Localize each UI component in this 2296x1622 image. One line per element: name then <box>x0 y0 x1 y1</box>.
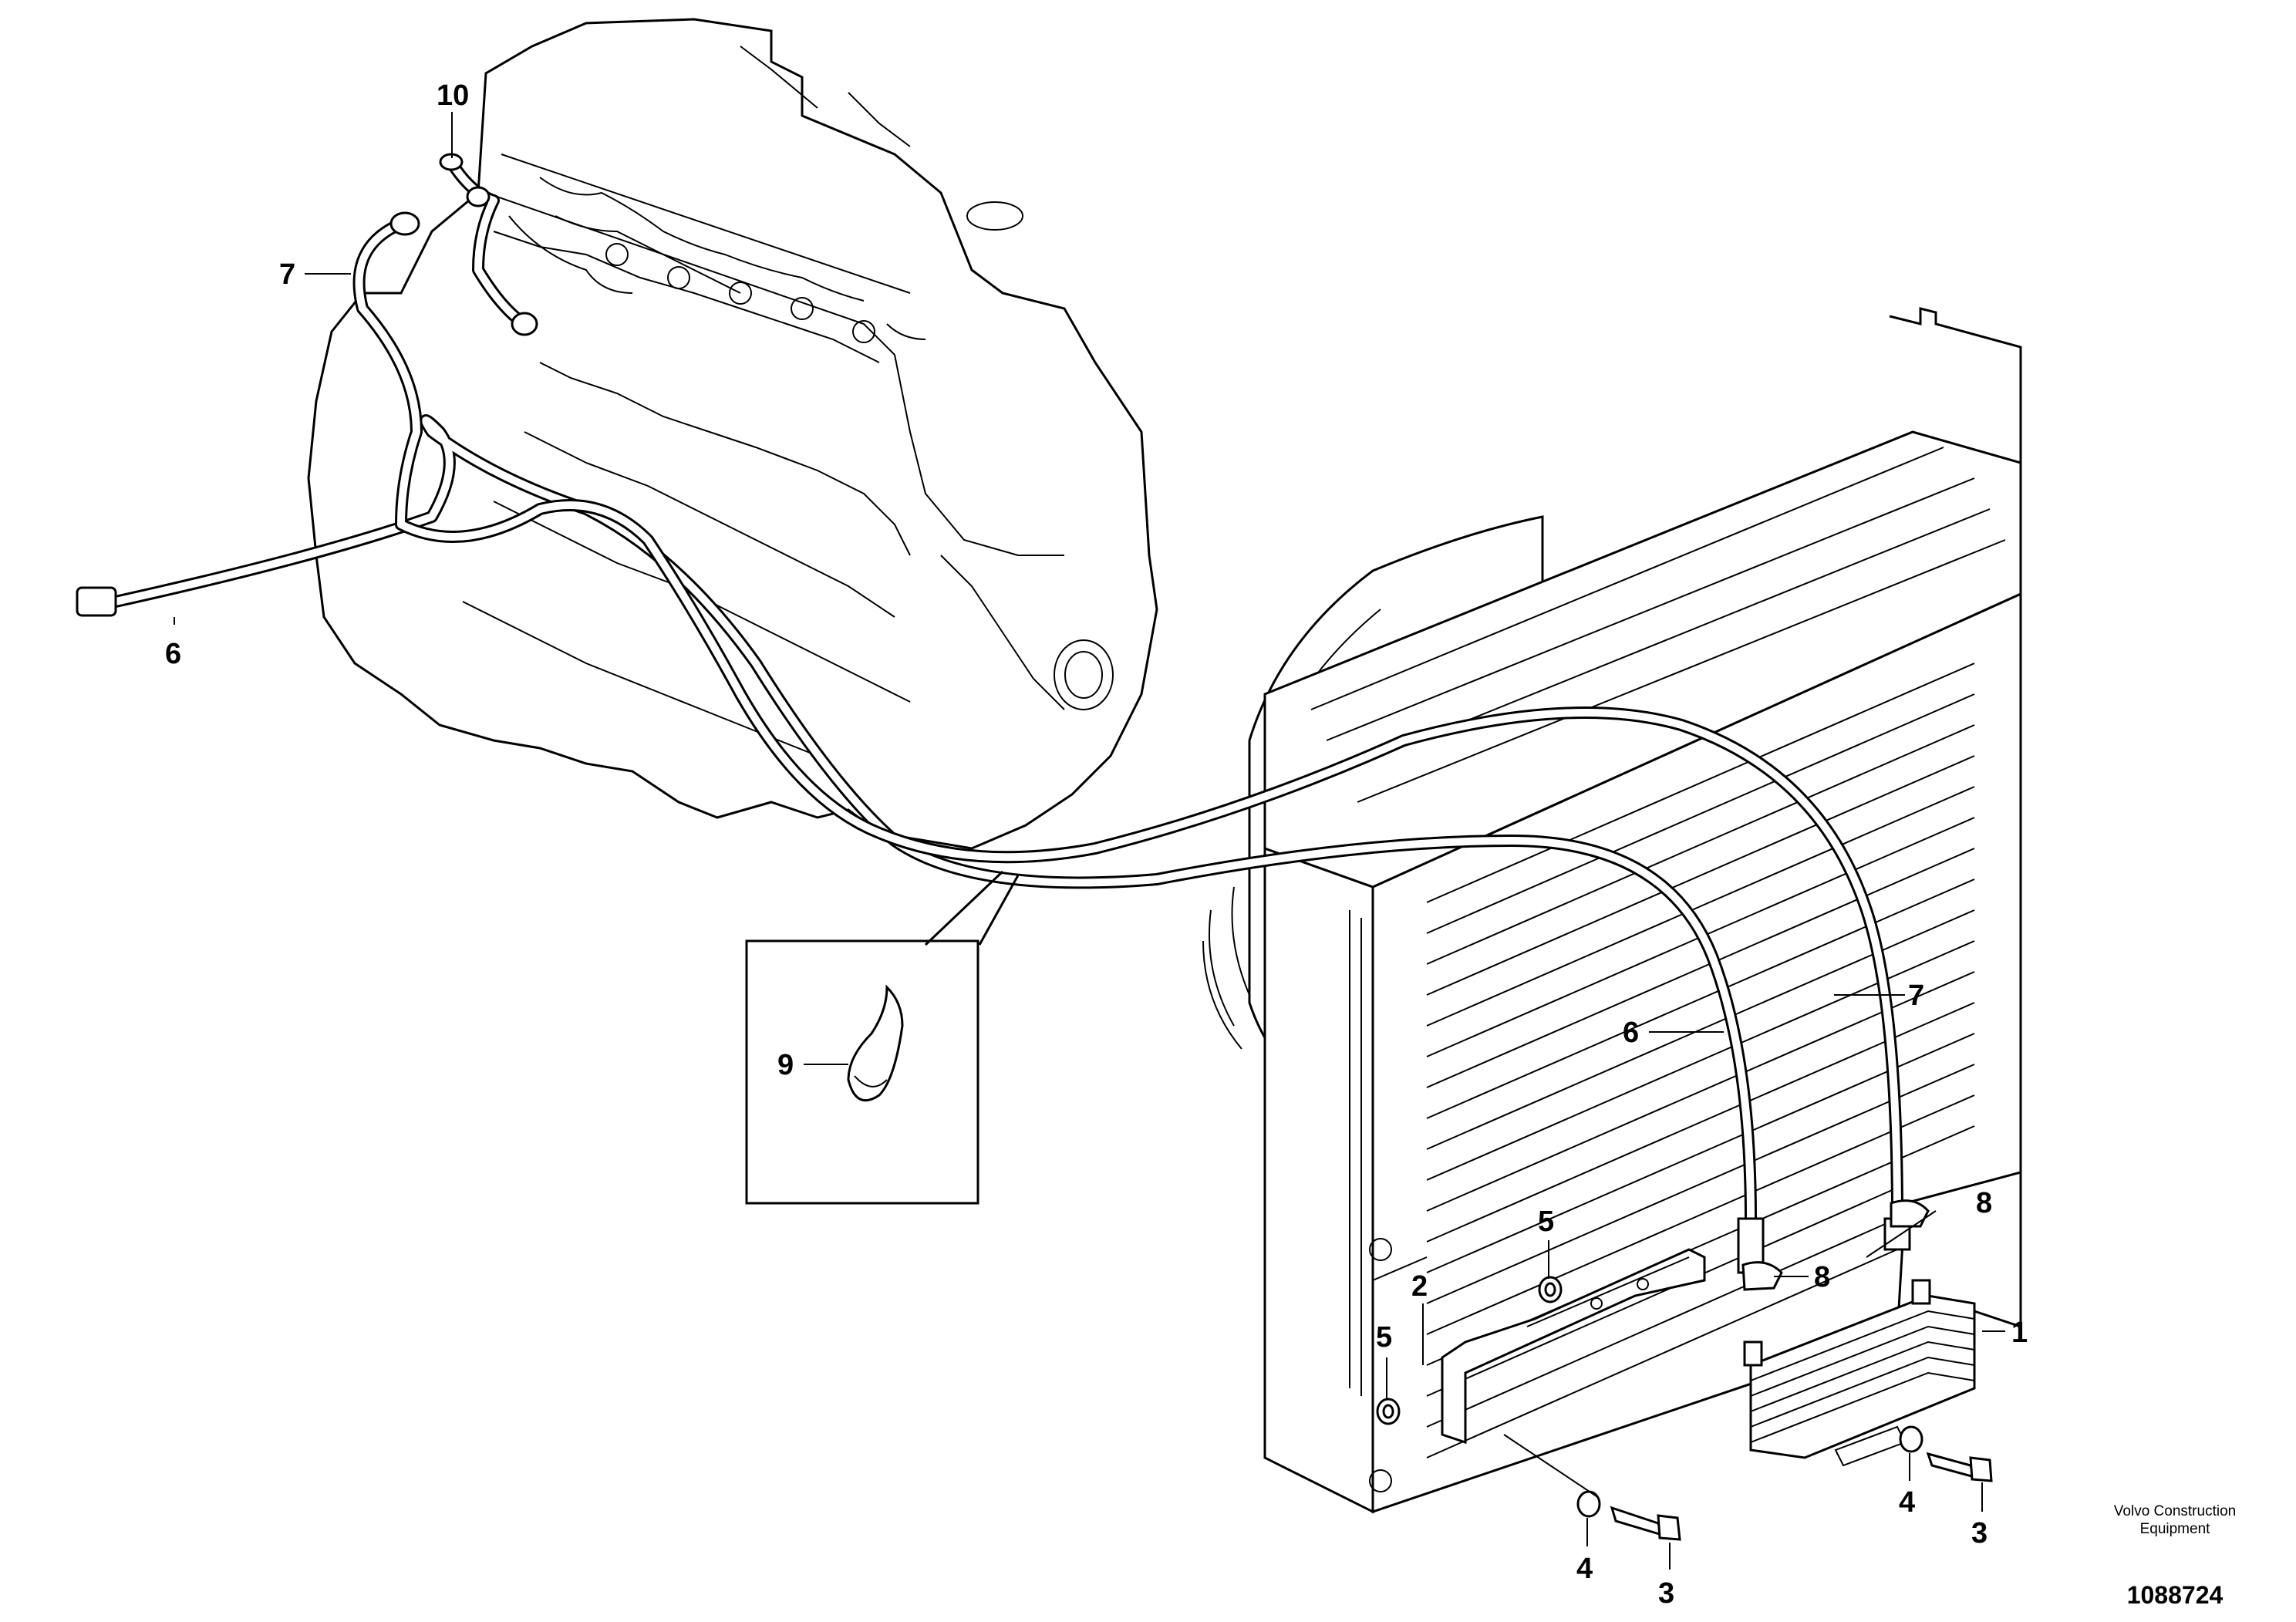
manufacturer-name: Volvo Construction Equipment <box>2082 1502 2267 1538</box>
bolt <box>1926 1452 1977 1479</box>
cooler-port <box>1911 1279 1931 1305</box>
leader-lines <box>174 112 2005 1570</box>
callout-3-left: 3 <box>1658 1577 1674 1610</box>
hose-clamp <box>1890 1199 1930 1228</box>
hose-7-end-fitting <box>389 211 420 236</box>
callout-3-right: 3 <box>1971 1517 1988 1549</box>
callout-labels: 10 7 6 9 6 7 8 8 5 2 5 1 4 3 4 3 <box>165 79 2028 1610</box>
callout-8-upper: 8 <box>1976 1187 1992 1219</box>
callout-5-upper: 5 <box>1538 1206 1554 1238</box>
callout-6-engine: 6 <box>165 638 181 670</box>
cooler-port <box>1743 1340 1763 1367</box>
callout-4-left: 4 <box>1576 1553 1593 1585</box>
callout-4-right: 4 <box>1899 1486 1915 1519</box>
callout-7-engine: 7 <box>279 258 295 291</box>
callout-1: 1 <box>2011 1317 2028 1349</box>
radiator <box>1202 307 2022 1514</box>
hose-clamp <box>1741 1261 1783 1291</box>
callout-6-radiator: 6 <box>1623 1017 1639 1049</box>
manufacturer-line-2: Equipment <box>2139 1521 2210 1537</box>
callout-2: 2 <box>1411 1270 1428 1303</box>
engine-block <box>307 18 1158 850</box>
manufacturer-line-1: Volvo Construction <box>2113 1503 2237 1519</box>
callout-10: 10 <box>437 79 469 112</box>
hose-assembly <box>76 153 1930 1291</box>
washer <box>1899 1425 1923 1453</box>
radiator-fins <box>1426 663 1975 1458</box>
callout-9: 9 <box>777 1049 794 1081</box>
cable-tie-icon <box>847 984 904 1102</box>
hose-6-end-fitting <box>76 586 117 617</box>
callout-7-radiator: 7 <box>1908 980 1924 1012</box>
callout-8-lower: 8 <box>1814 1261 1830 1293</box>
drawing-number: 1088724 <box>2126 1581 2224 1609</box>
detail-box-cable-tie <box>745 870 1020 1205</box>
bolt <box>1610 1506 1664 1537</box>
mounting-bracket <box>1441 1248 1706 1445</box>
fasteners <box>1376 1276 1993 1541</box>
callout-5-lower: 5 <box>1376 1321 1392 1354</box>
oil-cooler <box>1743 1279 1976 1467</box>
